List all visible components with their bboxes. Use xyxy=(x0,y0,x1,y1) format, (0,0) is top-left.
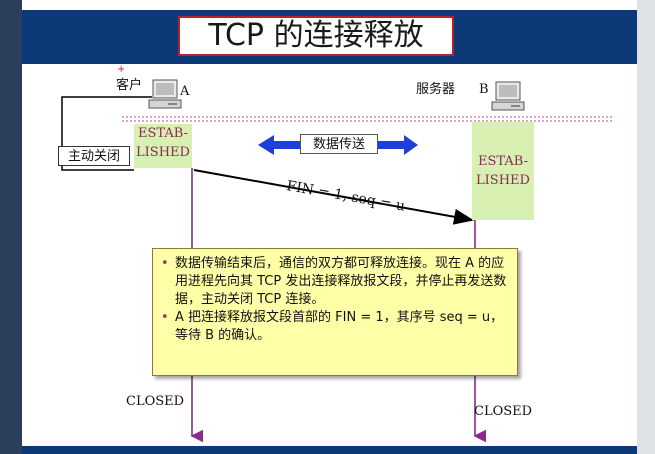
computer-b-icon xyxy=(491,81,525,111)
bullet-dot-icon: • xyxy=(161,256,169,271)
data-transfer-label: 数据传送 xyxy=(300,134,378,154)
state-a-line2: LISHED xyxy=(136,145,190,160)
note-bullet-1: • 数据传输结束后，通信的双方都可释放连接。现在 A 的应用进程先向其 TCP … xyxy=(161,255,509,309)
slide: TCP 的连接释放 xyxy=(22,0,637,454)
state-a-line1: ESTAB- xyxy=(138,126,188,141)
state-b-line2: LISHED xyxy=(476,173,530,188)
client-label: 客户 xyxy=(116,78,143,93)
computer-a-icon xyxy=(148,79,182,109)
closed-a-label: CLOSED xyxy=(126,394,185,409)
state-b-box: ESTAB- LISHED xyxy=(472,122,534,220)
bullet-dot-icon: • xyxy=(161,310,169,325)
explanation-note: • 数据传输结束后，通信的双方都可释放连接。现在 A 的应用进程先向其 TCP … xyxy=(152,248,518,376)
state-a-box: ESTAB- LISHED xyxy=(134,124,192,168)
diagram-canvas: + xyxy=(61,64,612,443)
closed-b-label: CLOSED xyxy=(474,404,533,419)
fin-arrow xyxy=(193,169,474,225)
state-b-line1: ESTAB- xyxy=(478,154,528,169)
active-close-label: 主动关闭 xyxy=(58,146,130,166)
slide-header: TCP 的连接释放 xyxy=(22,10,637,64)
left-panel xyxy=(0,0,22,454)
slide-title: TCP 的连接释放 xyxy=(208,18,424,53)
title-box: TCP 的连接释放 xyxy=(178,16,454,56)
note-bullet-2: • A 把连接释放报文段首部的 FIN = 1，其序号 seq = u，等待 B… xyxy=(161,309,509,345)
host-b-label: B xyxy=(479,82,489,97)
slide-footer-bar xyxy=(22,446,637,454)
right-panel xyxy=(637,0,655,454)
note-text-1: 数据传输结束后，通信的双方都可释放连接。现在 A 的应用进程先向其 TCP 发出… xyxy=(175,256,507,307)
cursor-mark: + xyxy=(117,64,125,75)
server-label: 服务器 xyxy=(416,82,456,97)
host-a-label: A xyxy=(180,84,190,99)
note-text-2: A 把连接释放报文段首部的 FIN = 1，其序号 seq = u，等待 B 的… xyxy=(175,310,504,343)
close-bracket xyxy=(61,96,152,171)
